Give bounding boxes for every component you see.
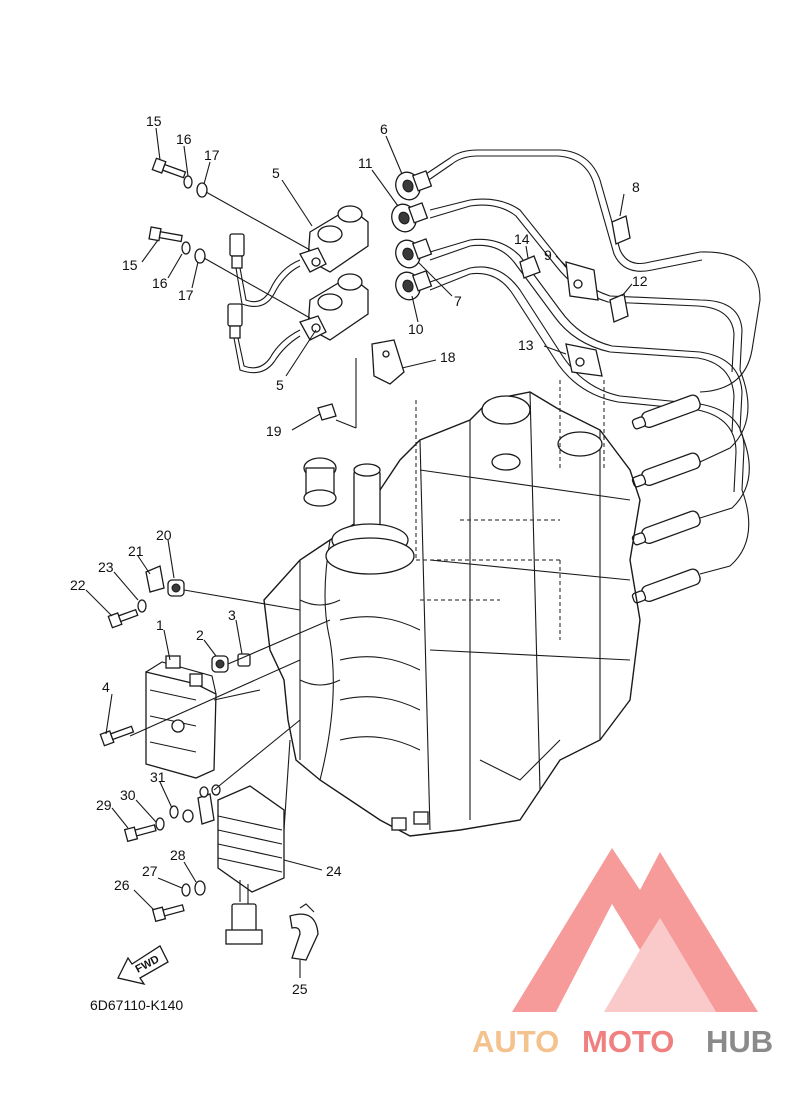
callout-labels: 15 16 17 6 11 5 8 14 9 12 15 16 17 7 10 …: [70, 113, 648, 997]
callout-11: 11: [358, 155, 373, 171]
callout-5-lower: 5: [276, 377, 284, 393]
callout-20: 20: [156, 527, 172, 543]
brand-text-auto: AUTO: [472, 1024, 559, 1059]
callout-12: 12: [632, 273, 648, 289]
callout-19: 19: [266, 423, 282, 439]
callout-30: 30: [120, 787, 136, 803]
callout-5-upper: 5: [272, 165, 280, 181]
callout-18: 18: [440, 349, 456, 365]
watermark-brand: AUTO MOTO HUB: [472, 1024, 773, 1059]
callout-16-lower: 16: [152, 275, 168, 291]
callout-6: 6: [380, 121, 388, 137]
brand-text-hub: HUB: [706, 1024, 773, 1059]
callout-13: 13: [518, 337, 534, 353]
ignition-coil-upper: [299, 205, 369, 273]
callout-4: 4: [102, 679, 110, 695]
ignition-coil-lower: [299, 273, 369, 341]
coil-bracket: [317, 339, 405, 429]
brand-text-moto: MOTO: [582, 1024, 674, 1059]
callout-22: 22: [70, 577, 86, 593]
callout-1: 1: [156, 617, 164, 633]
plug-caps: [631, 394, 701, 604]
callout-24: 24: [326, 863, 342, 879]
callout-17-upper: 17: [204, 147, 220, 163]
callout-16-upper: 16: [176, 131, 192, 147]
cable-clips: [519, 215, 631, 377]
callout-10: 10: [408, 321, 424, 337]
rectifier-fasteners: [123, 719, 301, 923]
watermark-logo: [512, 848, 758, 1012]
engine-block: [263, 380, 641, 837]
cable-grommets: [391, 170, 433, 301]
callout-2: 2: [196, 627, 204, 643]
callout-7: 7: [454, 293, 462, 309]
callout-21: 21: [128, 543, 144, 559]
drawing-code: 6D67110-K140: [90, 997, 183, 1013]
rectifier-regulator: [217, 785, 285, 945]
callout-26: 26: [114, 877, 130, 893]
callout-31: 31: [150, 769, 166, 785]
callout-14: 14: [514, 231, 530, 247]
leader-lines: [85, 127, 633, 978]
callout-15-lower: 15: [122, 257, 138, 273]
cable-clamp: [289, 903, 319, 961]
callout-8: 8: [632, 179, 640, 195]
callout-25: 25: [292, 981, 308, 997]
callout-29: 29: [96, 797, 112, 813]
cdi-unit: [145, 655, 217, 779]
callout-17-lower: 17: [178, 287, 194, 303]
callout-9: 9: [544, 247, 552, 263]
callout-27: 27: [142, 863, 158, 879]
coil-bolts: [148, 157, 311, 319]
coil-leads: [227, 233, 301, 374]
forward-arrow-icon: FWD: [117, 945, 169, 986]
spark-plug-cables: [419, 149, 761, 575]
callout-15-upper: 15: [146, 113, 162, 129]
cdi-grommets: [99, 565, 331, 747]
callout-23: 23: [98, 559, 114, 575]
callout-3: 3: [228, 607, 236, 623]
callout-28: 28: [170, 847, 186, 863]
